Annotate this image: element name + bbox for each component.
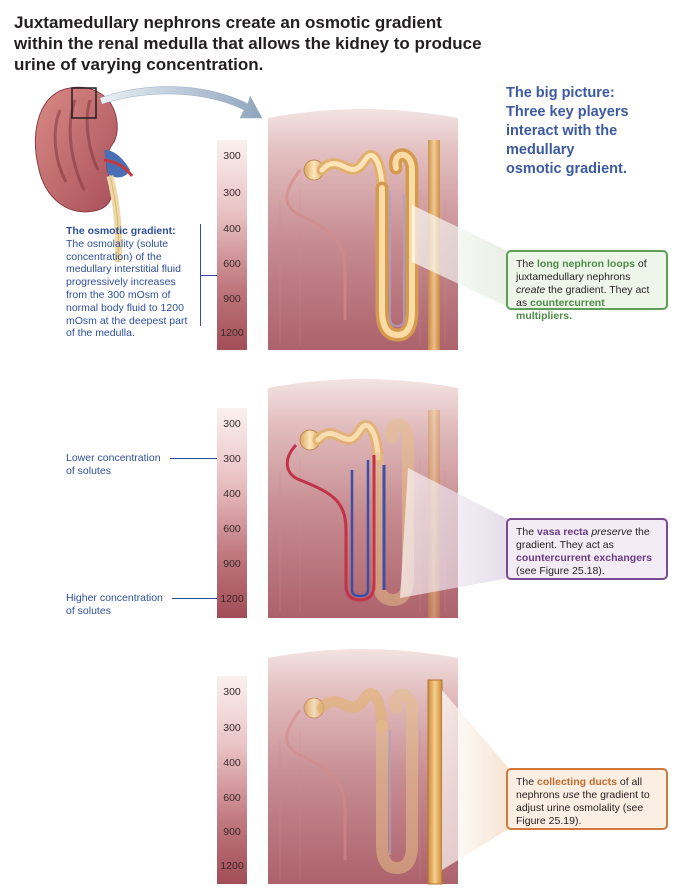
scale-2-value-1200: 1200 <box>220 593 244 605</box>
scale-3-value-300a: 300 <box>223 686 241 698</box>
osmolality-scale-3: 300 300 400 600 900 1200 <box>217 676 247 884</box>
callout1-term-multipliers: countercurrent multipliers. <box>516 297 605 322</box>
callout1-text-a: The <box>516 258 538 270</box>
scale-3-value-900: 900 <box>223 826 241 838</box>
callout3-text-c: of all nephrons <box>516 776 643 801</box>
panel-2 <box>268 379 510 618</box>
kidney-zoom-box <box>71 87 97 119</box>
panel-3 <box>268 649 510 885</box>
scale-1-value-900: 900 <box>223 293 241 305</box>
scale-2-value-400: 400 <box>223 488 241 500</box>
callout-nephron-loops: The long nephron loops of juxtamedullary… <box>506 250 668 322</box>
big-picture-line-1: The big picture: <box>506 85 615 101</box>
callout2-text-a: The <box>516 526 538 538</box>
callout3-term-ducts: collecting ducts <box>537 776 617 788</box>
lower-concentration-leader <box>170 458 217 459</box>
osmolality-scale-1: 300 300 400 600 900 1200 <box>217 140 247 350</box>
scale-1-value-1200: 1200 <box>220 327 244 339</box>
kidney-illustration <box>34 86 134 263</box>
panel-1 <box>268 109 510 350</box>
callout2-text-g: (see Figure 25.18). <box>516 565 605 577</box>
callout1-verb: create <box>516 284 546 296</box>
scale-1-value-300b: 300 <box>223 187 241 199</box>
scale-2-value-300a: 300 <box>223 418 241 430</box>
gradient-bracket-tick <box>200 275 217 276</box>
osmotic-gradient-heading: The osmotic gradient: <box>66 225 176 237</box>
scale-1-value-600: 600 <box>223 258 241 270</box>
osmotic-gradient-body: The osmolality (solute concentration) of… <box>66 237 188 340</box>
scale-2-value-300b: 300 <box>223 453 241 465</box>
scale-1-value-400: 400 <box>223 223 241 235</box>
lower-concentration-label: Lower concentration of solutes <box>66 452 161 477</box>
callout2-text-e: the gradient. They act as <box>516 526 650 551</box>
osmotic-gradient-text: The osmotic gradient: The osmolality (so… <box>66 225 198 340</box>
scale-3-value-1200: 1200 <box>220 860 244 872</box>
higher-concentration-leader <box>172 598 217 599</box>
scale-3-value-600: 600 <box>223 792 241 804</box>
callout1-text-e: the gradient. They act as <box>516 284 650 309</box>
page-title: Juxtamedullary nephrons create an osmoti… <box>14 13 482 74</box>
callout2-term-vasa-recta: vasa recta <box>537 526 589 538</box>
osmolality-scale-2: 300 300 400 600 900 1200 <box>217 408 247 618</box>
scale-2-value-900: 900 <box>223 558 241 570</box>
callout2-verb: preserve <box>591 526 633 538</box>
scale-2-value-600: 600 <box>223 523 241 535</box>
big-picture-heading: The big picture: Three key players inter… <box>506 84 681 179</box>
scale-3-value-400: 400 <box>223 757 241 769</box>
big-picture-line-4: osmotic gradient. <box>506 161 627 177</box>
higher-concentration-label: Higher concentration of solutes <box>66 592 163 617</box>
callout-collecting-ducts: The collecting ducts of all nephrons use… <box>506 768 668 830</box>
callout2-term-exchangers: countercurrent exchangers <box>516 552 652 564</box>
callout3-text-a: The <box>516 776 538 788</box>
callout3-text-e: the gradient to adjust urine osmolality … <box>516 789 650 827</box>
big-picture-line-3: interact with the medullary <box>506 123 618 158</box>
scale-1-value-300a: 300 <box>223 150 241 162</box>
callout1-term-loops: long nephron loops <box>537 258 636 270</box>
scale-3-value-300b: 300 <box>223 722 241 734</box>
zoom-arrow <box>99 86 263 119</box>
big-picture-line-2: Three key players <box>506 104 629 120</box>
callout1-text-c: of juxtamedullary nephrons <box>516 258 647 283</box>
callout-vasa-recta: The vasa recta preserve the gradient. Th… <box>506 518 668 580</box>
callout3-verb: use <box>562 789 580 801</box>
